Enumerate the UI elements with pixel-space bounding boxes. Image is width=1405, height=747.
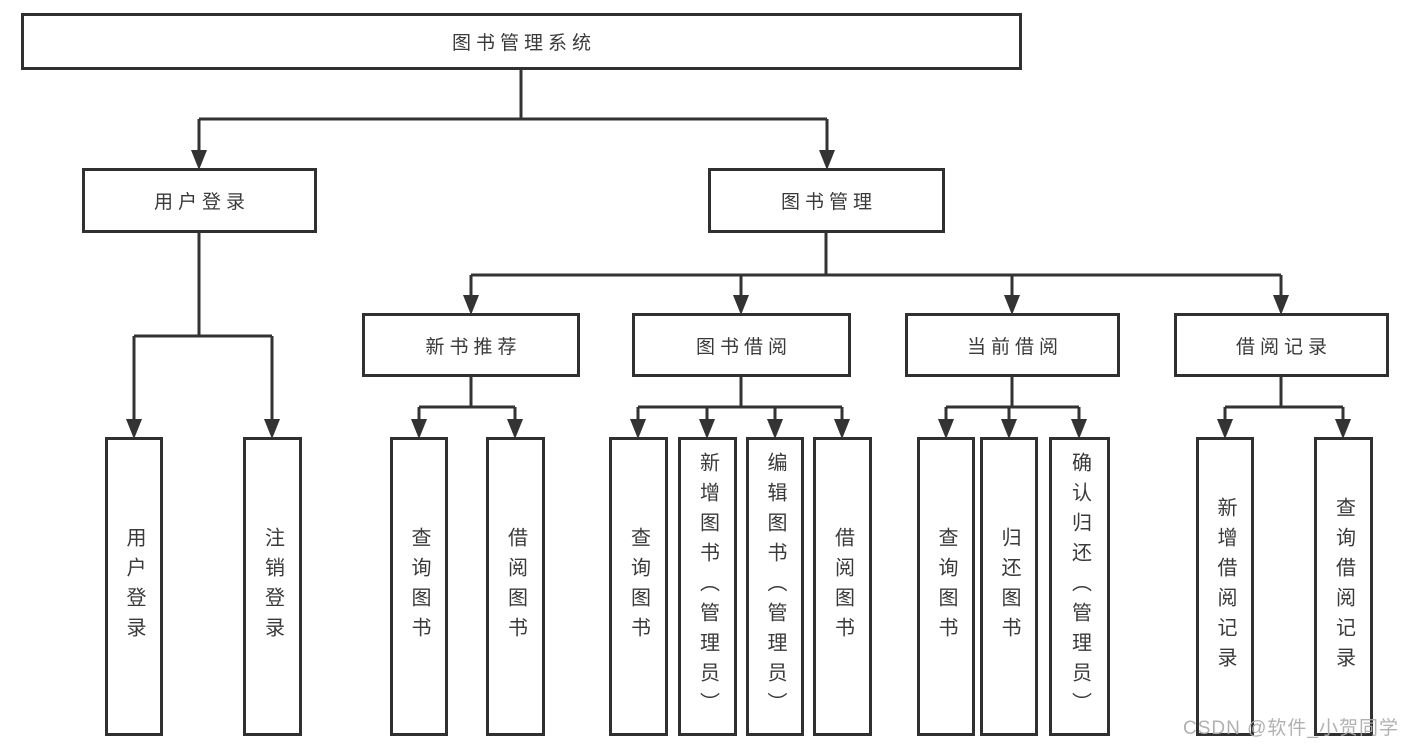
node-leaf-user-login-label: 用户登录 [123, 526, 145, 647]
arrowhead-icon [1217, 419, 1233, 439]
arrowhead-icon [1273, 295, 1289, 315]
arrowhead-icon [834, 419, 850, 439]
arrowhead-icon [767, 419, 783, 439]
node-leaf-confirm-return-admin: 确认归还（管理员） [1049, 437, 1110, 736]
arrowhead-icon [1001, 419, 1017, 439]
arrowhead-icon [819, 150, 835, 170]
arrowhead-icon [1071, 419, 1087, 439]
arrowhead-icon [463, 295, 479, 315]
node-leaf-borrow-books-borrowing: 借阅图书 [813, 437, 872, 736]
node-leaf-add-borrow-record-label: 新增借阅记录 [1214, 496, 1236, 677]
node-leaf-add-borrow-record: 新增借阅记录 [1196, 437, 1254, 736]
arrowhead-icon [264, 419, 280, 439]
node-current-borrowing: 当前借阅 [905, 313, 1120, 377]
node-root: 图书管理系统 [21, 13, 1022, 70]
node-leaf-add-books-admin-label: 新增图书（管理员） [696, 451, 719, 722]
arrowhead-icon [126, 419, 142, 439]
node-borrowing-records: 借阅记录 [1174, 313, 1389, 377]
arrowhead-icon [191, 150, 207, 170]
csdn-watermark: CSDN @软件_小贺同学 [1183, 718, 1399, 739]
node-leaf-query-books-current: 查询图书 [917, 437, 975, 736]
arrowhead-icon [507, 419, 523, 439]
arrowhead-icon [630, 419, 646, 439]
node-book-management: 图书管理 [708, 168, 945, 233]
node-user-login: 用户登录 [82, 168, 317, 233]
node-leaf-confirm-return-admin-label: 确认归还（管理员） [1068, 451, 1091, 722]
node-leaf-query-books-recommend: 查询图书 [390, 437, 448, 736]
node-new-book-recommend: 新书推荐 [362, 313, 580, 377]
node-user-login-label: 用户登录 [153, 192, 250, 213]
node-leaf-logout: 注销登录 [243, 437, 302, 736]
node-leaf-logout-label: 注销登录 [261, 526, 284, 647]
node-current-borrowing-label: 当前借阅 [966, 336, 1063, 358]
node-leaf-return-books-label: 归还图书 [998, 526, 1020, 647]
node-leaf-query-books-borrowing-label: 查询图书 [627, 526, 650, 647]
arrowhead-icon [699, 419, 715, 439]
node-leaf-query-borrow-record-label: 查询借阅记录 [1332, 496, 1355, 677]
node-leaf-query-books-recommend-label: 查询图书 [408, 526, 430, 647]
arrowhead-icon [411, 419, 427, 439]
node-leaf-query-borrow-record: 查询借阅记录 [1314, 437, 1373, 736]
node-leaf-query-books-current-label: 查询图书 [935, 526, 957, 647]
node-borrowing-records-label: 借阅记录 [1235, 336, 1332, 358]
node-leaf-return-books: 归还图书 [980, 437, 1038, 736]
node-root-label: 图书管理系统 [451, 33, 596, 54]
node-leaf-edit-books-admin-label: 编辑图书（管理员） [764, 451, 786, 722]
node-book-borrowing-label: 图书借阅 [695, 336, 792, 358]
node-leaf-edit-books-admin: 编辑图书（管理员） [746, 437, 804, 736]
node-new-book-recommend-label: 新书推荐 [425, 336, 522, 358]
node-leaf-borrow-books-borrowing-label: 借阅图书 [831, 526, 854, 647]
arrowhead-icon [938, 419, 954, 439]
node-book-management-label: 图书管理 [780, 192, 877, 213]
arrowhead-icon [733, 295, 749, 315]
node-leaf-borrow-books-recommend: 借阅图书 [486, 437, 545, 736]
node-leaf-query-books-borrowing: 查询图书 [609, 437, 668, 736]
node-book-borrowing: 图书借阅 [632, 313, 851, 377]
node-leaf-borrow-books-recommend-label: 借阅图书 [504, 526, 527, 647]
node-leaf-user-login: 用户登录 [105, 437, 163, 736]
arrowhead-icon [1004, 295, 1020, 315]
node-leaf-add-books-admin: 新增图书（管理员） [678, 437, 737, 736]
arrowhead-icon [1335, 419, 1351, 439]
